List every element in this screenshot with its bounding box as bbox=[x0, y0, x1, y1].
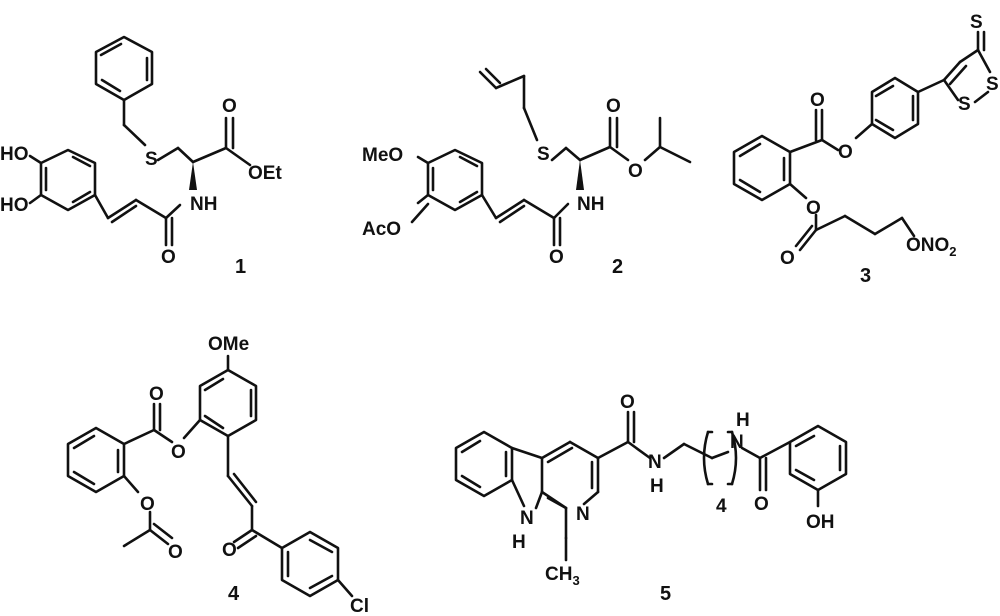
compound-3-ring-s-2: S bbox=[958, 94, 971, 115]
compound-4-ketone-o: O bbox=[222, 540, 237, 561]
compound-4-number: 4 bbox=[228, 583, 240, 605]
compound-1-ester-carbonyl-o: O bbox=[222, 96, 237, 117]
compound-2-amide-carbonyl-o: O bbox=[549, 247, 564, 268]
compound-3-number: 3 bbox=[860, 265, 871, 287]
compound-5-amide2-o: O bbox=[754, 494, 769, 515]
compound-2-aco-label: AcO bbox=[362, 219, 401, 240]
compound-1-nh-label: NH bbox=[190, 194, 217, 215]
compound-5-indole-n: N bbox=[520, 508, 534, 529]
compound-3-ring-s-1: S bbox=[986, 74, 999, 95]
compound-2-ester-carbonyl-o: O bbox=[606, 96, 621, 117]
compound-1-oet-label: OEt bbox=[248, 163, 282, 184]
compound-5-nh2-h: H bbox=[736, 410, 750, 431]
compound-5-indole-h: H bbox=[512, 532, 526, 553]
compound-4: OMe O O O O O Cl 4 bbox=[66, 334, 369, 616]
compound-2-ester-o-link: O bbox=[628, 161, 643, 182]
compound-5-nh1-n: N bbox=[648, 452, 662, 473]
compound-4-ome-label: OMe bbox=[208, 334, 249, 355]
compound-3-carbonyl-o: O bbox=[810, 90, 825, 111]
compound-3-phenyl-o: O bbox=[838, 142, 853, 163]
compound-3-acyl-o: O bbox=[806, 198, 821, 219]
compound-4-ester-o: O bbox=[171, 442, 186, 463]
compound-4-carbonyl-o: O bbox=[149, 384, 164, 405]
compound-1-ho-top: HO bbox=[0, 144, 29, 165]
compound-5-nh1-h: H bbox=[650, 476, 664, 497]
compound-2-meo-label: MeO bbox=[362, 145, 403, 166]
compound-1: S NH O OEt O HO HO 1 bbox=[0, 35, 282, 278]
compound-1-number: 1 bbox=[235, 256, 246, 278]
compound-5-nh2-n: N bbox=[730, 432, 744, 453]
compound-5-repeat-count: 4 bbox=[716, 496, 727, 517]
compound-5-oh-label: OH bbox=[806, 512, 835, 533]
compound-2: S NH O O O MeO AcO 2 bbox=[362, 67, 692, 278]
compound-2-s-atom: S bbox=[537, 144, 550, 165]
compound-1-amide-carbonyl-o: O bbox=[161, 247, 176, 268]
compound-4-cl-label: Cl bbox=[350, 596, 369, 616]
compound-1-s-atom: S bbox=[145, 149, 158, 170]
compound-4-acetoxy-o: O bbox=[140, 494, 155, 515]
compound-3-ono2-label: ONO2 bbox=[906, 235, 957, 259]
compound-4-acetyl-o: O bbox=[168, 542, 183, 563]
compound-3-carbonyl-o-2: O bbox=[780, 248, 795, 269]
compound-5: N H N O N H H N 4 O OH CH3 5 bbox=[454, 392, 848, 605]
compound-2-number: 2 bbox=[612, 256, 623, 278]
compound-3: S S S O O O O ONO2 3 bbox=[732, 12, 999, 287]
compound-5-pyridine-n: N bbox=[576, 504, 590, 525]
compound-5-ch3-label: CH3 bbox=[545, 564, 580, 588]
compound-5-number: 5 bbox=[660, 583, 671, 605]
compound-3-thione-s: S bbox=[970, 12, 983, 33]
compound-2-nh-label: NH bbox=[577, 194, 604, 215]
compound-1-ho-bottom: HO bbox=[0, 195, 29, 216]
compound-5-amide1-o: O bbox=[620, 392, 635, 413]
